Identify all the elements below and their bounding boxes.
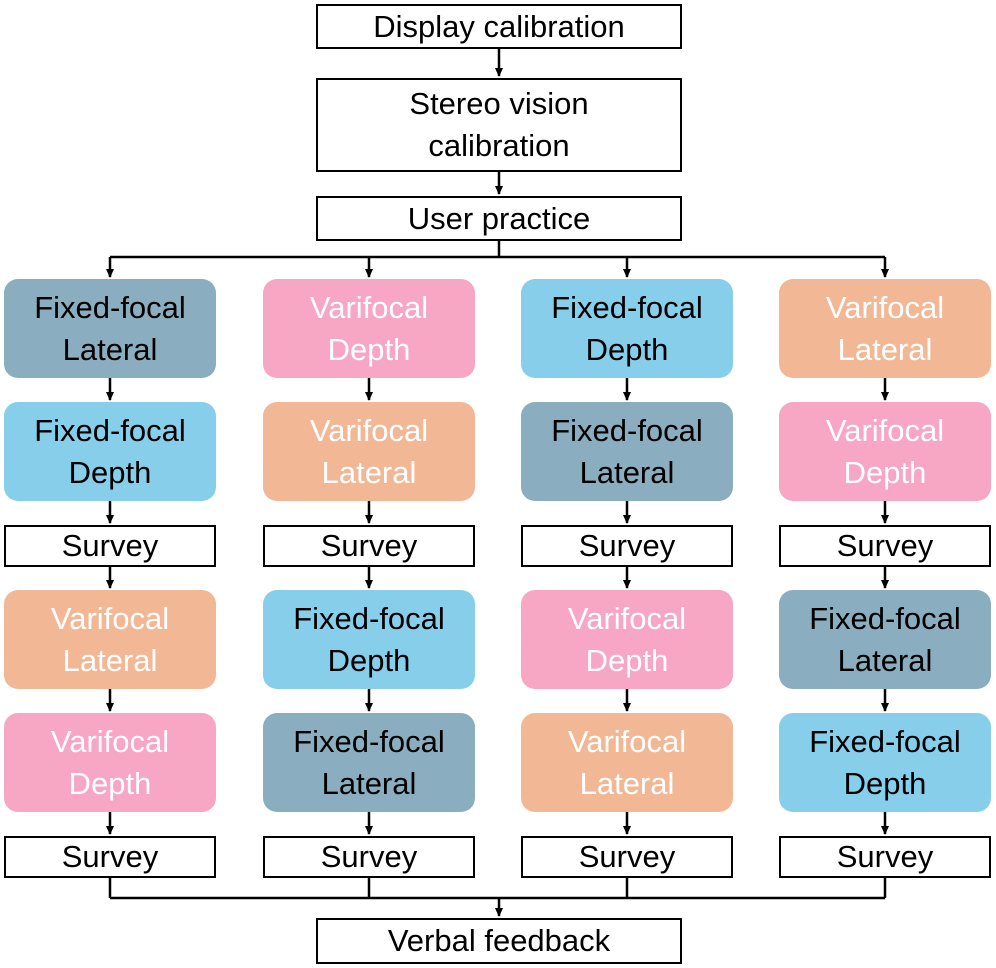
node-label-line: Survey [836, 528, 934, 563]
node-label-line: Survey [61, 839, 159, 874]
node-label-line: Depth [68, 454, 152, 490]
verbal-feedback-box: Verbal feedback [316, 918, 682, 964]
node-label-line: Lateral [837, 642, 933, 678]
node-label-line: Depth [327, 331, 411, 367]
node-label-line: Fixed-focal [293, 723, 445, 759]
node-label-line: Depth [843, 454, 927, 490]
node-label-line: Depth [585, 331, 669, 367]
node-label-line: Lateral [321, 454, 417, 490]
node-label-line: Stereo vision [409, 86, 589, 121]
node-label-line: calibration [428, 128, 570, 163]
node-label-line: Fixed-focal [551, 412, 703, 448]
node-label-line: Fixed-focal [34, 289, 186, 325]
node-label-line: Varifocal [50, 723, 170, 759]
node-label-line: Lateral [62, 642, 158, 678]
node-label-line: Verbal feedback [387, 923, 611, 958]
survey-box: Survey [4, 525, 216, 567]
node-label-line: Lateral [579, 765, 675, 801]
node-label-line: Depth [585, 642, 669, 678]
node-label-line: Survey [578, 528, 676, 563]
node-label-line: Depth [327, 642, 411, 678]
survey-box: Survey [263, 525, 475, 567]
node-label-line: Varifocal [567, 723, 687, 759]
node-label-line: Lateral [579, 454, 675, 490]
node-label-line: Depth [68, 765, 152, 801]
survey-box: Survey [779, 836, 991, 878]
node-label-line: Survey [320, 839, 418, 874]
node-label-line: Varifocal [50, 600, 170, 636]
node-label-line: Varifocal [567, 600, 687, 636]
node-label-line: Survey [320, 528, 418, 563]
node-label-line: Varifocal [825, 412, 945, 448]
display-box: Display calibration [316, 4, 682, 49]
node-label-line: Fixed-focal [809, 723, 961, 759]
survey-box: Survey [521, 836, 733, 878]
node-label-line: Display calibration [373, 8, 625, 44]
node-label-line: Survey [836, 839, 934, 874]
node-label-line: Varifocal [825, 289, 945, 325]
node-label-line: Fixed-focal [809, 600, 961, 636]
survey-box: Survey [263, 836, 475, 878]
node-label-line: Lateral [321, 765, 417, 801]
survey-box: Survey [4, 836, 216, 878]
node-label-line: Survey [61, 528, 159, 563]
node-label-line: Fixed-focal [34, 412, 186, 448]
node-label-line: Varifocal [309, 412, 429, 448]
node-label-line: Lateral [837, 331, 933, 367]
node-label-line: Survey [578, 839, 676, 874]
survey-box: Survey [779, 525, 991, 567]
survey-box: Survey [521, 525, 733, 567]
node-label-line: User practice [407, 200, 591, 236]
practice-box: User practice [316, 196, 682, 241]
stereo-box: Stereo vision calibration [316, 78, 682, 172]
node-label-line: Fixed-focal [551, 289, 703, 325]
node-label-line: Lateral [62, 331, 158, 367]
node-label-line: Varifocal [309, 289, 429, 325]
node-label-line: Fixed-focal [293, 600, 445, 636]
node-label-line: Depth [843, 765, 927, 801]
